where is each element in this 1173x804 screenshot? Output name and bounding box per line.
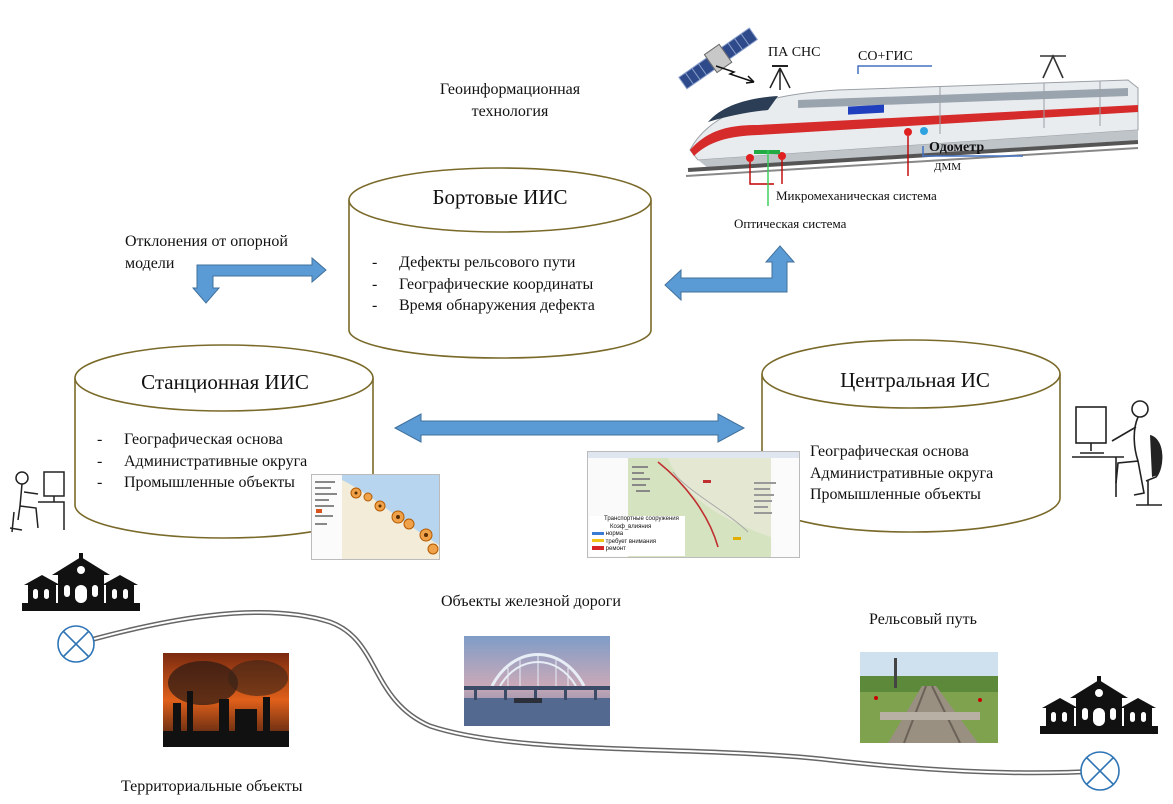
odometer-label: Одометр [929, 140, 985, 155]
onboard-item: Дефекты рельсового пути [372, 252, 595, 274]
operator-right-icon [1072, 400, 1163, 506]
territorial-label: Территориальные объекты [121, 778, 303, 795]
onboard-items: Дефекты рельсового пути Географические к… [372, 252, 595, 317]
onboard-item: Географические координаты [372, 274, 595, 296]
station-item: Промышленные объекты [97, 472, 307, 494]
rail-track-label: Рельсовый путь [869, 611, 977, 628]
station-item: Географическая основа [97, 429, 307, 451]
map-legend-item: требует внимания [605, 538, 657, 545]
map-legend-item: норма [605, 531, 624, 537]
industrial-photo [163, 653, 289, 747]
satellite-icon [678, 27, 759, 90]
onboard-train-arrow [664, 245, 796, 302]
rail-end-marker-icon [1080, 751, 1120, 791]
railway-objects-label: Объекты железной дороги [441, 593, 621, 610]
map-legend-subtitle: Коэф_влияния [610, 523, 652, 530]
optical-label: Оптическая система [734, 216, 847, 231]
dmm-label: ДММ [934, 161, 962, 173]
central-item: Административные округа [783, 463, 993, 485]
station-map-thumbnail [311, 474, 440, 560]
central-item: Промышленные объекты [783, 484, 993, 506]
map-legend: Транспортные сооружения Коэф_влияния нор… [590, 516, 685, 556]
so-gis-label: СО+ГИС [858, 49, 913, 64]
header-label: Геоинформационная технология [439, 81, 581, 120]
station-central-arrow [393, 413, 746, 443]
station-title: Станционная ИИС [141, 370, 309, 394]
micromech-label: Микромеханическая система [776, 188, 937, 203]
rail-track-photo [860, 652, 998, 743]
central-title: Центральная ИС [840, 368, 990, 392]
central-item: Географическая основа [783, 441, 993, 463]
map-legend-item: ремонт [605, 546, 626, 552]
central-items: Географическая основа Административные о… [783, 441, 993, 506]
onboard-item: Время обнаружения дефекта [372, 295, 595, 317]
deviation-arrow [191, 256, 327, 304]
station-items: Географическая основа Административные о… [97, 429, 307, 494]
deviation-label: Отклонения от опорной модели [125, 233, 288, 272]
onboard-title: Бортовые ИИС [432, 185, 568, 209]
central-map-thumbnail: Транспортные сооружения Коэф_влияния нор… [587, 451, 800, 558]
station-building-left-icon [22, 553, 140, 611]
map-legend-title: Транспортные сооружения [604, 516, 679, 522]
station-item: Административные округа [97, 451, 307, 473]
rail-start-marker-icon [57, 625, 95, 663]
antenna-icon [769, 65, 791, 90]
bridge-photo [464, 636, 610, 726]
station-building-right-icon [1040, 676, 1158, 734]
train-illustration: ПА СНС СО+ГИС Одометр ДММ Микромеханичес… [668, 0, 1148, 232]
pa-sns-label: ПА СНС [768, 45, 821, 60]
operator-left-icon [9, 471, 65, 533]
